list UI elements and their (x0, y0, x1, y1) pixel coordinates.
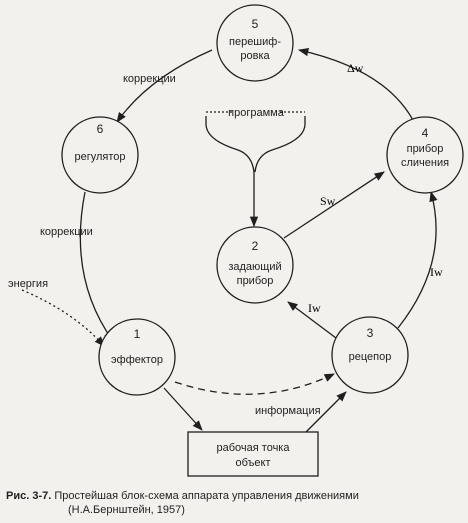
node-4-circle (386, 116, 464, 194)
label-corrections-top: коррекции (123, 73, 176, 85)
edge-5-to-6 (116, 49, 213, 123)
node-4-label-2: сличения (401, 157, 449, 169)
node-5-label-1: перешиф- (229, 36, 281, 48)
node-2-label-1: задающий (228, 261, 281, 273)
node-1-number: 1 (134, 327, 141, 341)
label-delta-w: Δw (347, 61, 364, 75)
edge-energy-to-1 (21, 289, 105, 347)
node-6-number: 6 (97, 122, 104, 136)
node-1-label: эффектор (111, 354, 163, 366)
edge-3-to-4 (397, 190, 438, 329)
box-label-1: рабочая точка (217, 442, 291, 454)
caption-line-1: Рис. 3-7. Простейшая блок-схема аппарата… (6, 489, 466, 503)
caption-title: Простейшая блок-схема аппарата управлени… (51, 490, 359, 502)
node-5-label-2: ровка (240, 50, 270, 62)
edge-1-to-3-info (174, 373, 335, 395)
program-bracket-right (254, 116, 306, 173)
label-information: информация (255, 405, 321, 417)
node-6-circle (61, 116, 139, 194)
label-program: программа (228, 107, 285, 119)
box-label-2: объект (235, 457, 270, 469)
edge-2-to-4 (283, 171, 385, 239)
work-point-box (187, 431, 319, 477)
node-5-number: 5 (252, 17, 259, 31)
label-iw-right: Iw (430, 265, 443, 279)
node-3-number: 3 (367, 326, 374, 340)
label-energy: энергия (8, 278, 48, 290)
node-3-circle (331, 316, 409, 394)
node-4-number: 4 (422, 126, 429, 140)
node-2-circle (216, 226, 294, 304)
edge-4-to-5 (297, 47, 416, 125)
node-1-circle (98, 318, 176, 396)
label-corrections-left: коррекции (40, 226, 93, 238)
label-iw-mid: Iw (308, 301, 321, 315)
figure-caption: Рис. 3-7. Простейшая блок-схема аппарата… (6, 489, 466, 517)
node-3-label: рецепор (349, 351, 392, 363)
node-5-circle (216, 4, 294, 82)
node-2-label-2: прибор (237, 275, 274, 287)
caption-prefix: Рис. 3-7. (6, 490, 52, 502)
node-4-label-1: прибор (407, 143, 444, 155)
node-6-label: регулятор (74, 151, 125, 163)
edge-box-to-3 (305, 391, 347, 433)
edge-3-to-2 (287, 301, 337, 339)
node-2-number: 2 (252, 239, 259, 253)
label-sw: Sw (320, 194, 336, 208)
caption-source: (Н.А.Бернштейн, 1957) (68, 504, 185, 516)
edge-1-to-box (163, 387, 203, 431)
edge-6-to-1 (79, 191, 114, 342)
program-bracket (205, 116, 259, 228)
